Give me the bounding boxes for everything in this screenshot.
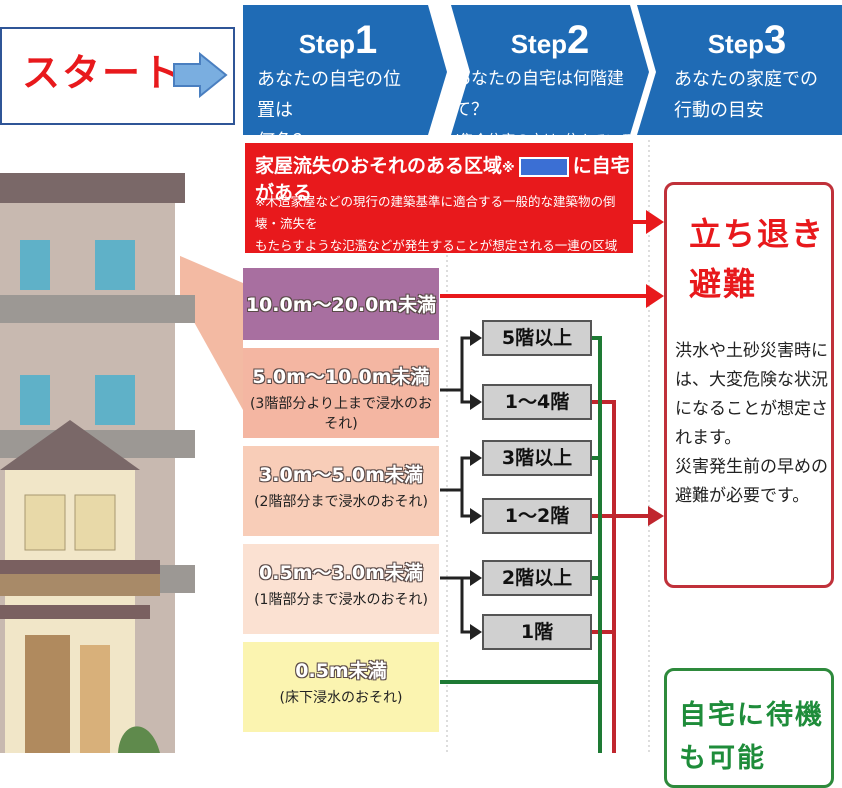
floor-1: 1階 xyxy=(482,614,592,650)
right-arrow-icon xyxy=(173,52,228,98)
step-1-word: Step xyxy=(298,29,356,59)
floor-5-plus: 5階以上 xyxy=(482,320,592,356)
step-3-number: 3 xyxy=(764,18,787,62)
floor-3-plus: 3階以上 xyxy=(482,440,592,476)
zone-note: (1階部分まで浸水のおそれ) xyxy=(254,592,428,608)
stay-title: 自宅に待機 xyxy=(679,700,824,731)
zone-3-5m: 3.0m～5.0m未満 (2階部分まで浸水のおそれ) xyxy=(243,446,439,536)
hatched-area-legend-icon xyxy=(518,156,569,177)
result-evacuate: 立ち退き 避難 洪水や土砂災害時に は、大変危険な状況 になることが想定さ れま… xyxy=(664,182,834,588)
warning-title-after: に自宅がある xyxy=(255,155,630,204)
evacuate-body-line: 洪水や土砂災害時に xyxy=(675,341,828,361)
zone-note: (3階部分より上まで浸水のおそれ) xyxy=(249,396,433,432)
evacuate-title-line2: 避難 xyxy=(689,265,758,303)
step-3: Step3 あなたの家庭での 行動の目安 xyxy=(652,0,842,140)
zone-note: (床下浸水のおそれ) xyxy=(279,690,403,706)
zone-5-10m: 5.0m～10.0m未満 (3階部分より上まで浸水のおそれ) xyxy=(243,348,439,438)
step-2: Step2 あなたの自宅は何階建て？ (集合住宅の方は､住んでいる階数) xyxy=(450,0,650,180)
step-2-number: 2 xyxy=(567,18,590,62)
evacuate-body-line: は、大変危険な状況 xyxy=(675,370,828,390)
result-stay-home: 自宅に待機 も可能 xyxy=(664,668,834,788)
stay-title-line2: も可能 xyxy=(679,743,766,774)
warning-note-line2: もたらすような氾濫などが発生することが想定される一連の区域 xyxy=(255,238,618,253)
zone-value: 0.5m～3.0m未満 xyxy=(259,562,423,584)
step-3-line2: 行動の目安 xyxy=(674,100,764,121)
flood-loss-warning: 家屋流失のおそれのある区域※に自宅がある ※木造家屋などの現行の建築基準に適合す… xyxy=(245,143,633,253)
zone-value: 5.0m～10.0m未満 xyxy=(252,366,430,388)
warning-mark: ※ xyxy=(502,161,515,176)
zone-note: (2階部分まで浸水のおそれ) xyxy=(254,494,428,510)
zone-under-0.5m: 0.5m未満 (床下浸水のおそれ) xyxy=(243,642,439,732)
floor-1-2: 1～2階 xyxy=(482,498,592,534)
warning-title-before: 家屋流失のおそれのある区域 xyxy=(255,155,503,177)
evacuate-title-line1: 立ち退き xyxy=(689,215,826,253)
evacuate-body-line: 災害発生前の早めの xyxy=(675,457,828,477)
evacuate-body-line: になることが想定さ xyxy=(675,399,828,419)
zone-value: 0.5m未満 xyxy=(295,660,387,682)
step-1-number: 1 xyxy=(355,18,378,62)
evacuate-body-line: 避難が必要です。 xyxy=(675,486,810,506)
zone-10-20m: 10.0m～20.0m未満 xyxy=(243,268,439,340)
warning-note-line1: ※木造家屋などの現行の建築基準に適合する一般的な建築物の倒壊・流失を xyxy=(255,194,616,231)
floor-1-4: 1～4階 xyxy=(482,384,592,420)
step-2-line1: あなたの自宅は何階建て？ xyxy=(454,69,624,120)
zone-value: 10.0m～20.0m未満 xyxy=(245,294,437,316)
column-dividers xyxy=(446,140,650,753)
step-3-line1: あなたの家庭での xyxy=(674,69,818,90)
floor-2-plus: 2階以上 xyxy=(482,560,592,596)
flow-connectors xyxy=(440,210,664,753)
zone-value: 3.0m～5.0m未満 xyxy=(259,464,423,486)
step-2-word: Step xyxy=(510,29,568,59)
zone-0.5-3m: 0.5m～3.0m未満 (1階部分まで浸水のおそれ) xyxy=(243,544,439,634)
step-1-line1: あなたの自宅の位置は xyxy=(257,69,401,121)
start-label: スタート xyxy=(22,51,183,95)
building-illustration xyxy=(0,165,243,753)
steps-header-bg xyxy=(243,5,842,135)
step-3-word: Step xyxy=(707,29,765,59)
evacuate-body-line: れます。 xyxy=(675,428,742,448)
